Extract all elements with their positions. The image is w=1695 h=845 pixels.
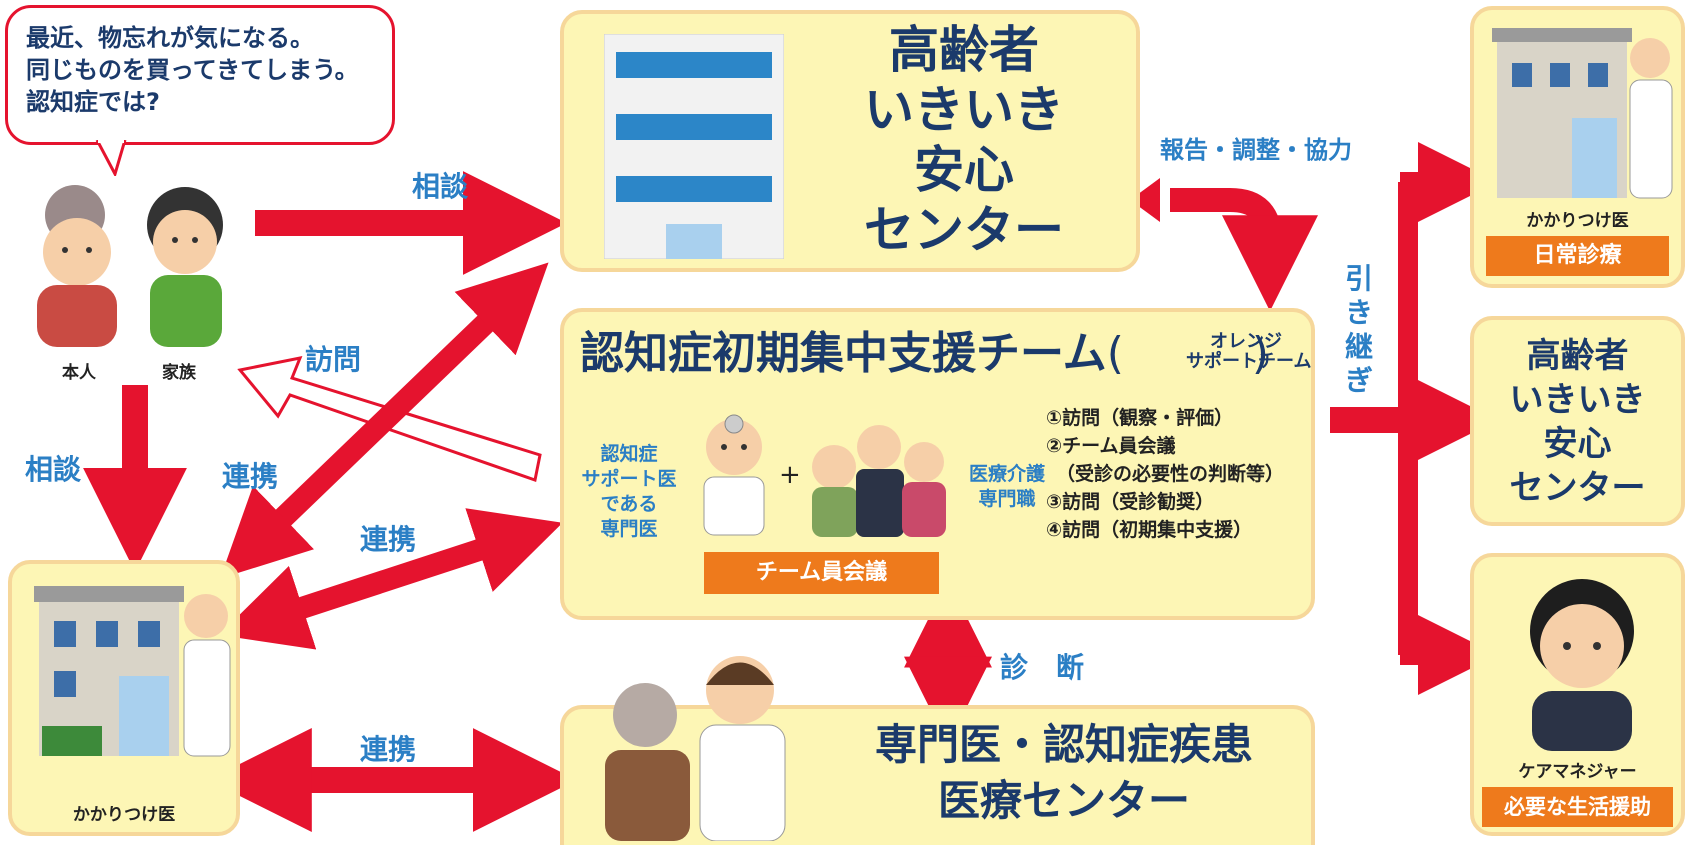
team-step-1: ①訪問（観察・評価） [1046, 407, 1234, 429]
caremanager-label: ケアマネジャー [1518, 762, 1637, 782]
team-meeting-bar: チーム員会議 [704, 552, 939, 594]
label-consult-left: 相談 [25, 453, 82, 486]
bubble-line-1: 最近、物忘れが気になる。 [26, 24, 314, 52]
team-step-3: ③訪問（受診勧奨） [1046, 491, 1215, 513]
right-center-line-4: センター [1509, 468, 1646, 508]
label-collab-1: 連携 [222, 460, 279, 493]
right-clinic-building-icon [1492, 28, 1673, 199]
team-left-label-2: サポート医 [581, 468, 677, 490]
team-title: 認知症初期集中支援チーム [580, 328, 1107, 379]
left-clinic-label: かかりつけ医 [72, 805, 176, 825]
bottom-center-line-2: 医療センター [937, 776, 1190, 825]
bubble-tail [95, 140, 127, 176]
consultation-illustration [605, 656, 786, 841]
team-box: 認知症初期集中支援チーム( オレンジ サポートチーム ) 認知症 サポート医 で… [560, 308, 1315, 620]
arrow-report [1170, 188, 1318, 312]
plus-sign: + [779, 460, 801, 490]
team-left-label-3: である [600, 493, 658, 515]
right-center-box: 高齢者 いきいき 安心 センター [1470, 316, 1685, 526]
team-left-label-4: 専門医 [600, 518, 658, 540]
label-collab-3: 連携 [360, 733, 417, 766]
label-collab-2: 連携 [360, 523, 417, 556]
bubble-line-2: 同じものを買ってきてしまう。 [26, 56, 359, 84]
person-and-family-illustration [37, 185, 223, 347]
team-step-2: ②チーム員会議 [1046, 435, 1176, 457]
right-caremanager-box: ケアマネジャー 必要な生活援助 [1470, 553, 1685, 836]
right-center-line-2: いきいき [1509, 380, 1646, 420]
team-right-label-2: 専門職 [978, 488, 1036, 510]
building-icon [604, 34, 784, 259]
team-step-4: ④訪問（初期集中支援） [1046, 519, 1253, 541]
top-center-line-1: 高齢者 [889, 21, 1039, 79]
top-center-box: 高齢者 いきいき 安心 センター [560, 10, 1140, 272]
label-handover: 引き継ぎ [1345, 262, 1374, 397]
label-consult-top: 相談 [412, 170, 469, 203]
top-center-line-2: いきいき [864, 81, 1064, 139]
bottom-center-line-1: 専門医・認知症疾患 [874, 720, 1253, 769]
arrow-collab-diagonal [220, 262, 549, 579]
team-step-2-note: （受診の必要性の判断等） [1056, 463, 1285, 485]
speech-bubble: 最近、物忘れが気になる。 同じものを買ってきてしまう。 認知症では? [5, 5, 395, 145]
top-center-line-4: センター [864, 201, 1064, 259]
person-label: 本人 [62, 363, 96, 383]
arrow-collab-middle [218, 508, 563, 650]
right-clinic-bar: 日常診療 [1486, 236, 1669, 276]
label-report: 報告・調整・協力 [1160, 136, 1352, 164]
care-manager-icon [1530, 579, 1634, 751]
top-center-line-3: 安心 [914, 141, 1014, 199]
bubble-line-3: 認知症では? [26, 88, 160, 116]
team-left-label-1: 認知症 [600, 443, 658, 465]
caremanager-bar: 必要な生活援助 [1482, 787, 1673, 827]
team-title-row: 認知症初期集中支援チーム( オレンジ サポートチーム ) [580, 328, 1312, 379]
right-center-line-1: 高齢者 [1526, 336, 1629, 376]
label-visit: 訪問 [305, 343, 362, 376]
clinic-building-icon [34, 586, 231, 757]
doctor-icon [703, 414, 765, 536]
care-staff-icon [812, 425, 946, 537]
left-clinic-box: かかりつけ医 [8, 560, 240, 836]
team-sub-2: サポートチーム [1186, 351, 1312, 372]
right-clinic-box: かかりつけ医 日常診療 [1470, 6, 1685, 288]
family-label: 家族 [162, 363, 196, 383]
right-center-line-3: 安心 [1543, 424, 1612, 464]
team-right-label-1: 医療介護 [968, 463, 1045, 485]
label-diagnosis: 診 断 [1000, 651, 1085, 684]
arrow-handover [1330, 142, 1498, 695]
team-sub-1: オレンジ [1210, 331, 1282, 352]
right-clinic-label: かかりつけ医 [1526, 211, 1629, 231]
